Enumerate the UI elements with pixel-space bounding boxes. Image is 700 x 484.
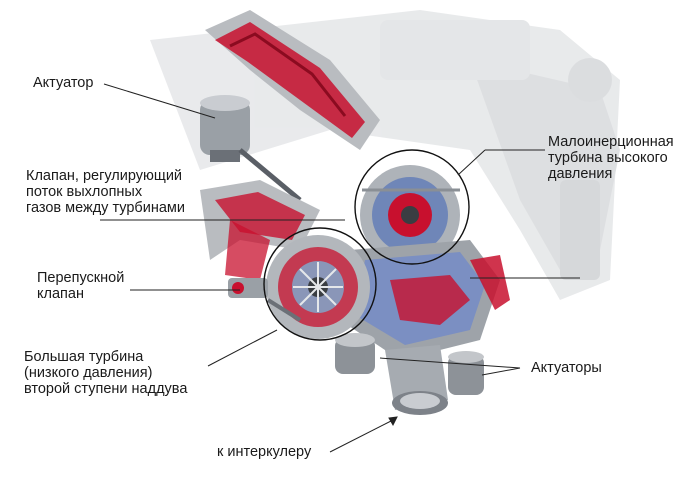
- leader-intercooler: [329, 419, 394, 453]
- leader-hp2: [457, 149, 486, 176]
- leader-big-turbine: [207, 329, 278, 367]
- leader-actuators: [481, 367, 521, 376]
- label-bypass-valve: Перепускной клапан: [37, 270, 125, 302]
- label-flow-valve: Клапан, регулирующий поток выхлопных газ…: [26, 168, 185, 216]
- hp-turbine-circle: [354, 149, 470, 265]
- intercooler-outlet-pipe: [385, 345, 448, 415]
- label-actuator: Актуатор: [33, 75, 94, 91]
- label-big-turbine: Большая турбина (низкого давления) второ…: [24, 349, 188, 397]
- compressor-housing: [340, 240, 510, 360]
- actuator-top-graphic: [200, 95, 302, 202]
- lp-turbine-circle: [263, 227, 377, 341]
- actuators-bottom-graphic: [335, 333, 484, 395]
- intercooler-arrow-head: [388, 416, 398, 427]
- exhaust-manifold: [205, 10, 380, 150]
- label-hp-turbine: Малоинерционная турбина высокого давлени…: [548, 134, 674, 182]
- lp-turbine-graphic: [266, 235, 370, 339]
- leader-actuator: [103, 83, 216, 119]
- highlight-circles: [263, 149, 470, 341]
- leader-actuators-2: [379, 357, 521, 369]
- label-intercooler: к интеркулеру: [217, 444, 312, 460]
- bypass-valve-graphic: [228, 278, 302, 322]
- leader-lines: [100, 83, 580, 453]
- label-actuators: Актуаторы: [531, 360, 602, 376]
- hp-turbine-graphic: [360, 165, 460, 265]
